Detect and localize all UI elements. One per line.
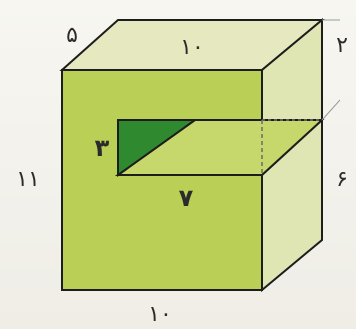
label-notch-depth: ۷ [179,184,194,212]
label-right-lower-height: ۶ [336,167,348,192]
label-bottom-width: ۱۰ [148,302,172,327]
label-notch-height: ۳ [95,134,110,162]
label-right-top-height: ۲ [336,33,348,58]
label-left-height: ۱۱ [16,167,40,192]
notch-dark-wall [117,119,199,177]
front-face [61,69,263,291]
label-top-width: ۱۰ [180,35,204,60]
label-top-depth: ۵ [66,23,78,48]
right-top-guide-bottom [321,99,341,121]
